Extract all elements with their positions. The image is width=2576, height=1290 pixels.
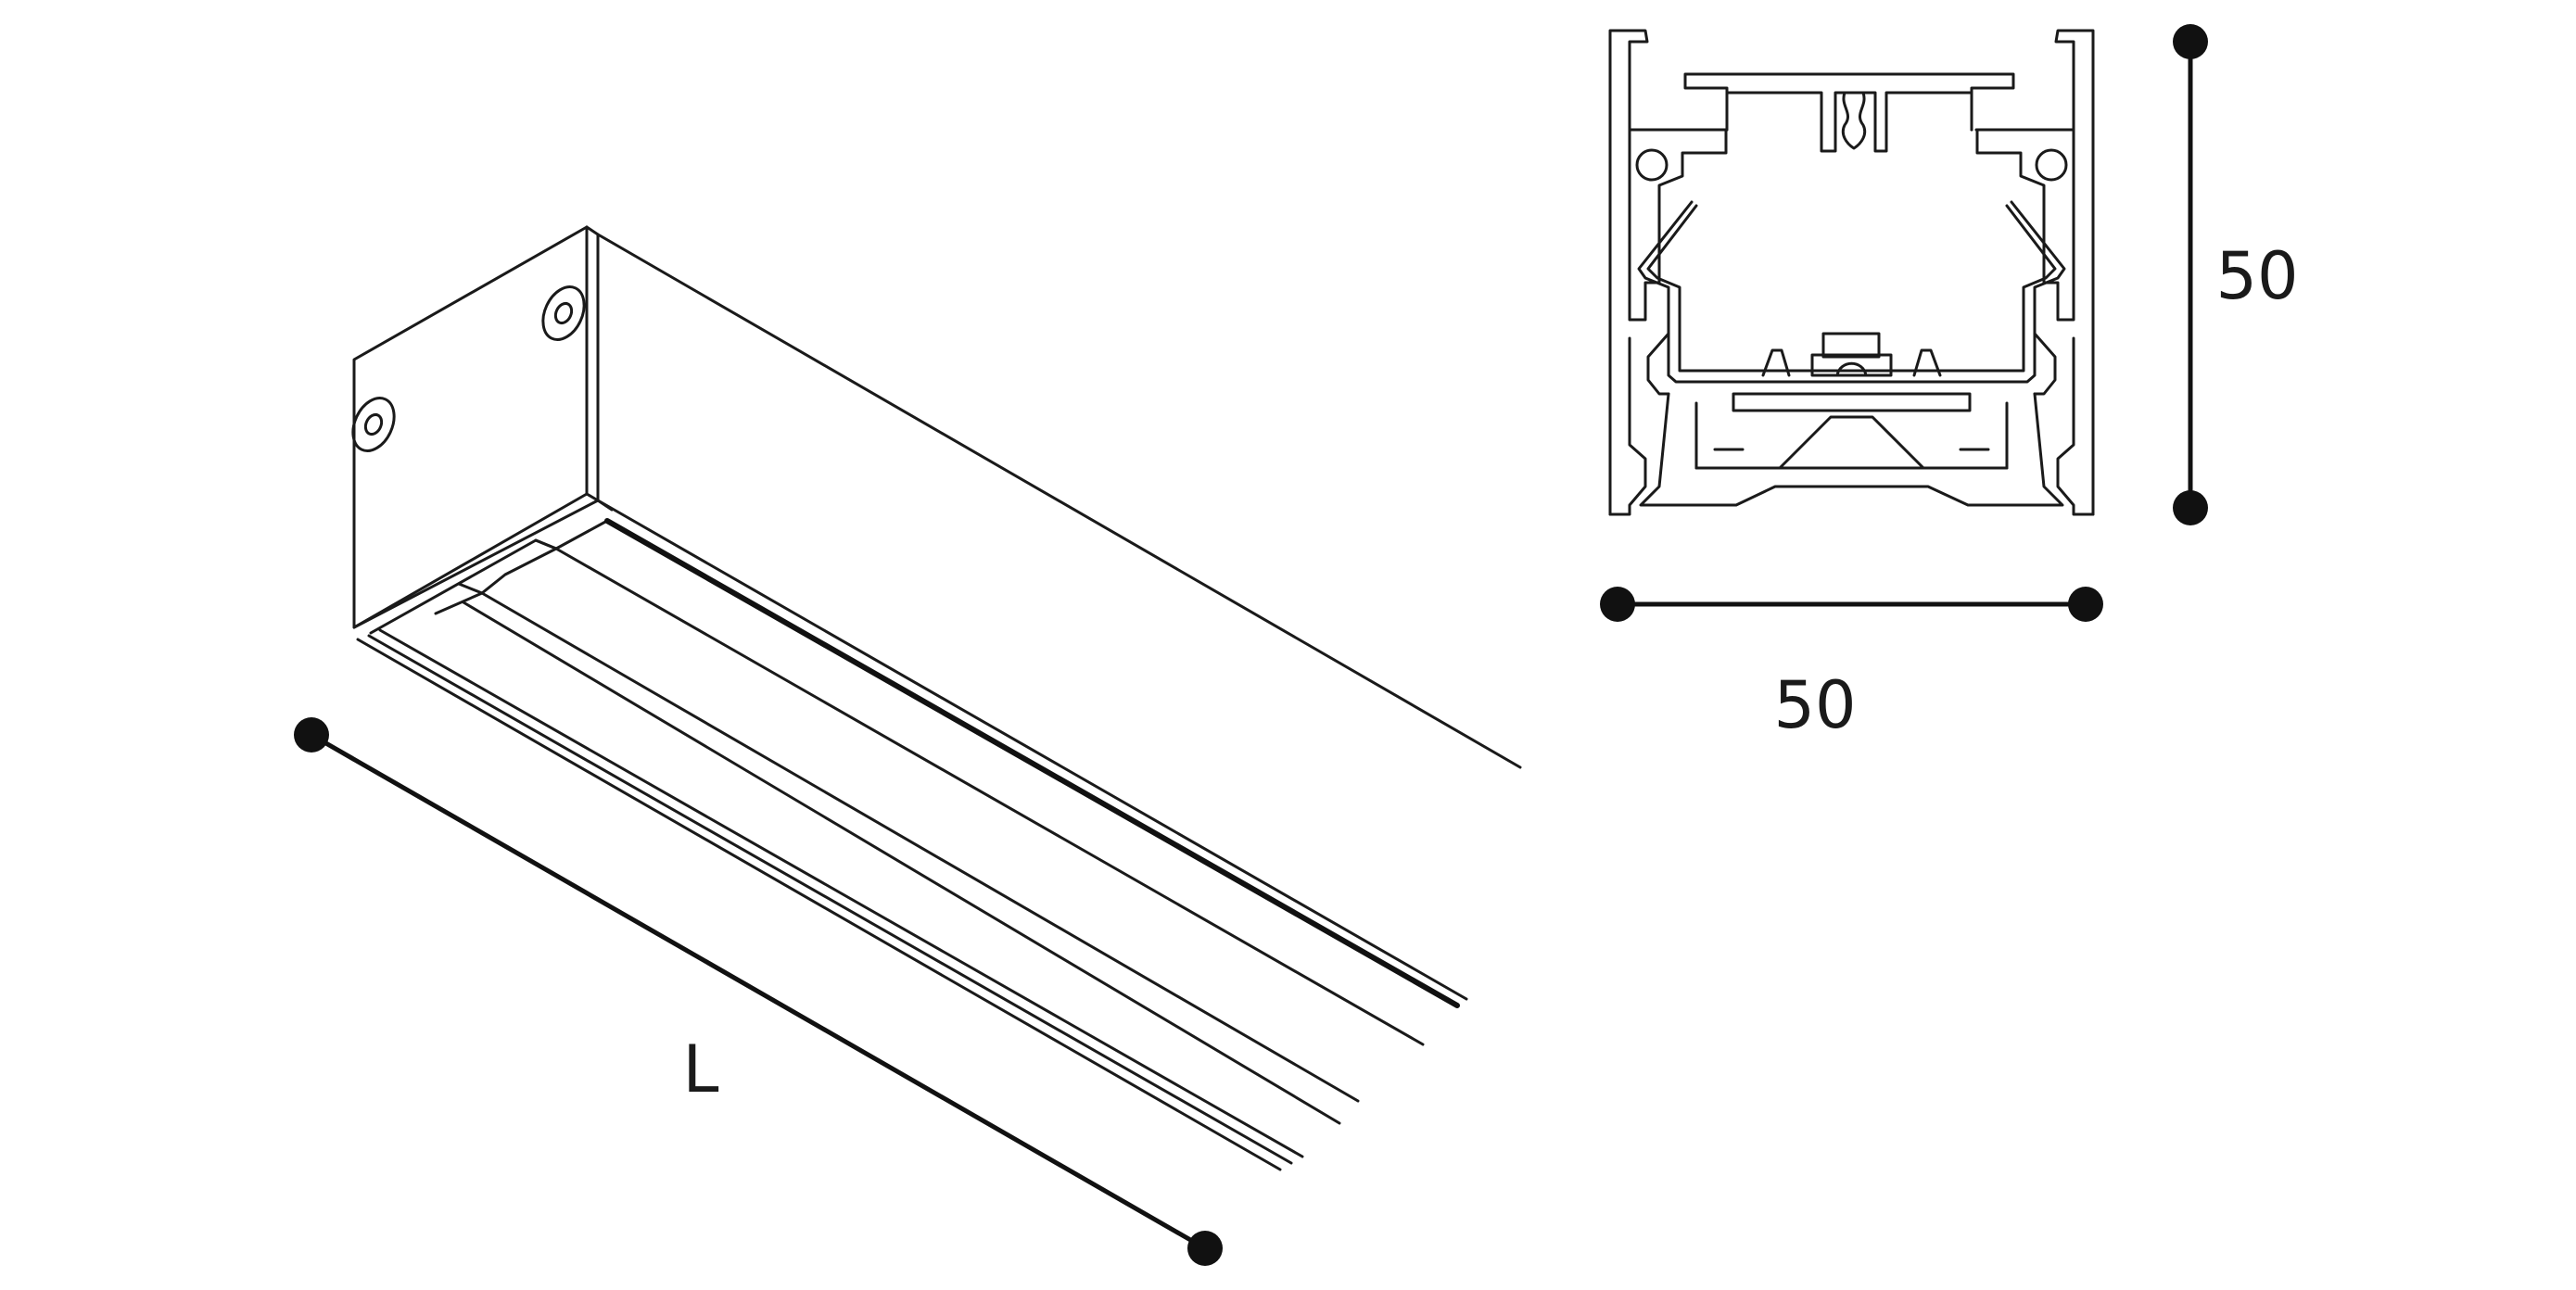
side-holder xyxy=(1646,332,1670,396)
diffuser-body xyxy=(1639,392,2064,507)
top-long-edge xyxy=(596,233,1522,769)
right-lower-wall xyxy=(2056,336,2095,516)
reflector-clip xyxy=(1637,200,2066,384)
lower-edge-line xyxy=(356,638,1282,1171)
led-lens xyxy=(1835,361,1868,377)
key-slot xyxy=(1841,91,1867,150)
led-chip xyxy=(1821,332,1881,359)
clip-tooth xyxy=(1761,348,1791,377)
top-channel xyxy=(1725,91,1973,153)
underside-outer-line xyxy=(596,499,1468,1001)
perspective-profile-view: L xyxy=(294,225,1522,1266)
dimension-dot xyxy=(294,717,329,752)
screw-channel xyxy=(2035,148,2068,182)
screw-icon xyxy=(541,285,586,341)
side-holder xyxy=(2033,332,2057,396)
height-label: 50 xyxy=(2215,238,2298,314)
lower-edge-line xyxy=(378,628,1304,1158)
width-dimension: 50 xyxy=(1600,587,2103,743)
dimension-dot xyxy=(2068,587,2103,622)
screw-icon xyxy=(351,397,396,452)
diffuser-top-plate xyxy=(1732,392,1972,412)
dimension-dot xyxy=(1600,587,1635,622)
dimension-dot xyxy=(2173,490,2208,525)
dimension-dot xyxy=(1187,1231,1223,1266)
left-lower-wall xyxy=(1608,336,1647,516)
diffuser-notch xyxy=(534,538,558,550)
diffuser-line xyxy=(554,547,1425,1046)
diffuser-line xyxy=(462,601,1341,1125)
dimension-dot xyxy=(2173,24,2208,59)
clip-tooth xyxy=(1912,348,1942,377)
screw-channel xyxy=(1635,148,1669,182)
right-rail xyxy=(1975,128,2075,322)
diffuser-notch xyxy=(457,582,484,595)
end-cap-edge xyxy=(585,225,600,502)
profile-right-wall xyxy=(1974,29,2095,516)
diffuser-cone xyxy=(1778,415,1925,470)
reflector-clip-inner xyxy=(1646,204,2057,373)
left-rail xyxy=(1628,128,1728,322)
led-housing xyxy=(1810,353,1893,377)
length-label: L xyxy=(683,1031,719,1107)
width-label: 50 xyxy=(1773,667,1856,743)
lower-edge-line xyxy=(367,634,1293,1165)
diffuser-line xyxy=(480,591,1360,1103)
height-dimension: 50 xyxy=(2173,24,2299,525)
length-dimension: L xyxy=(294,717,1223,1266)
underside-shadow-line xyxy=(604,518,1460,1008)
cross-section-view: 50 50 xyxy=(1600,24,2299,743)
diffuser-step xyxy=(434,547,558,615)
underside-bottom-edge xyxy=(352,499,614,629)
profile-left-wall xyxy=(1608,29,2015,516)
